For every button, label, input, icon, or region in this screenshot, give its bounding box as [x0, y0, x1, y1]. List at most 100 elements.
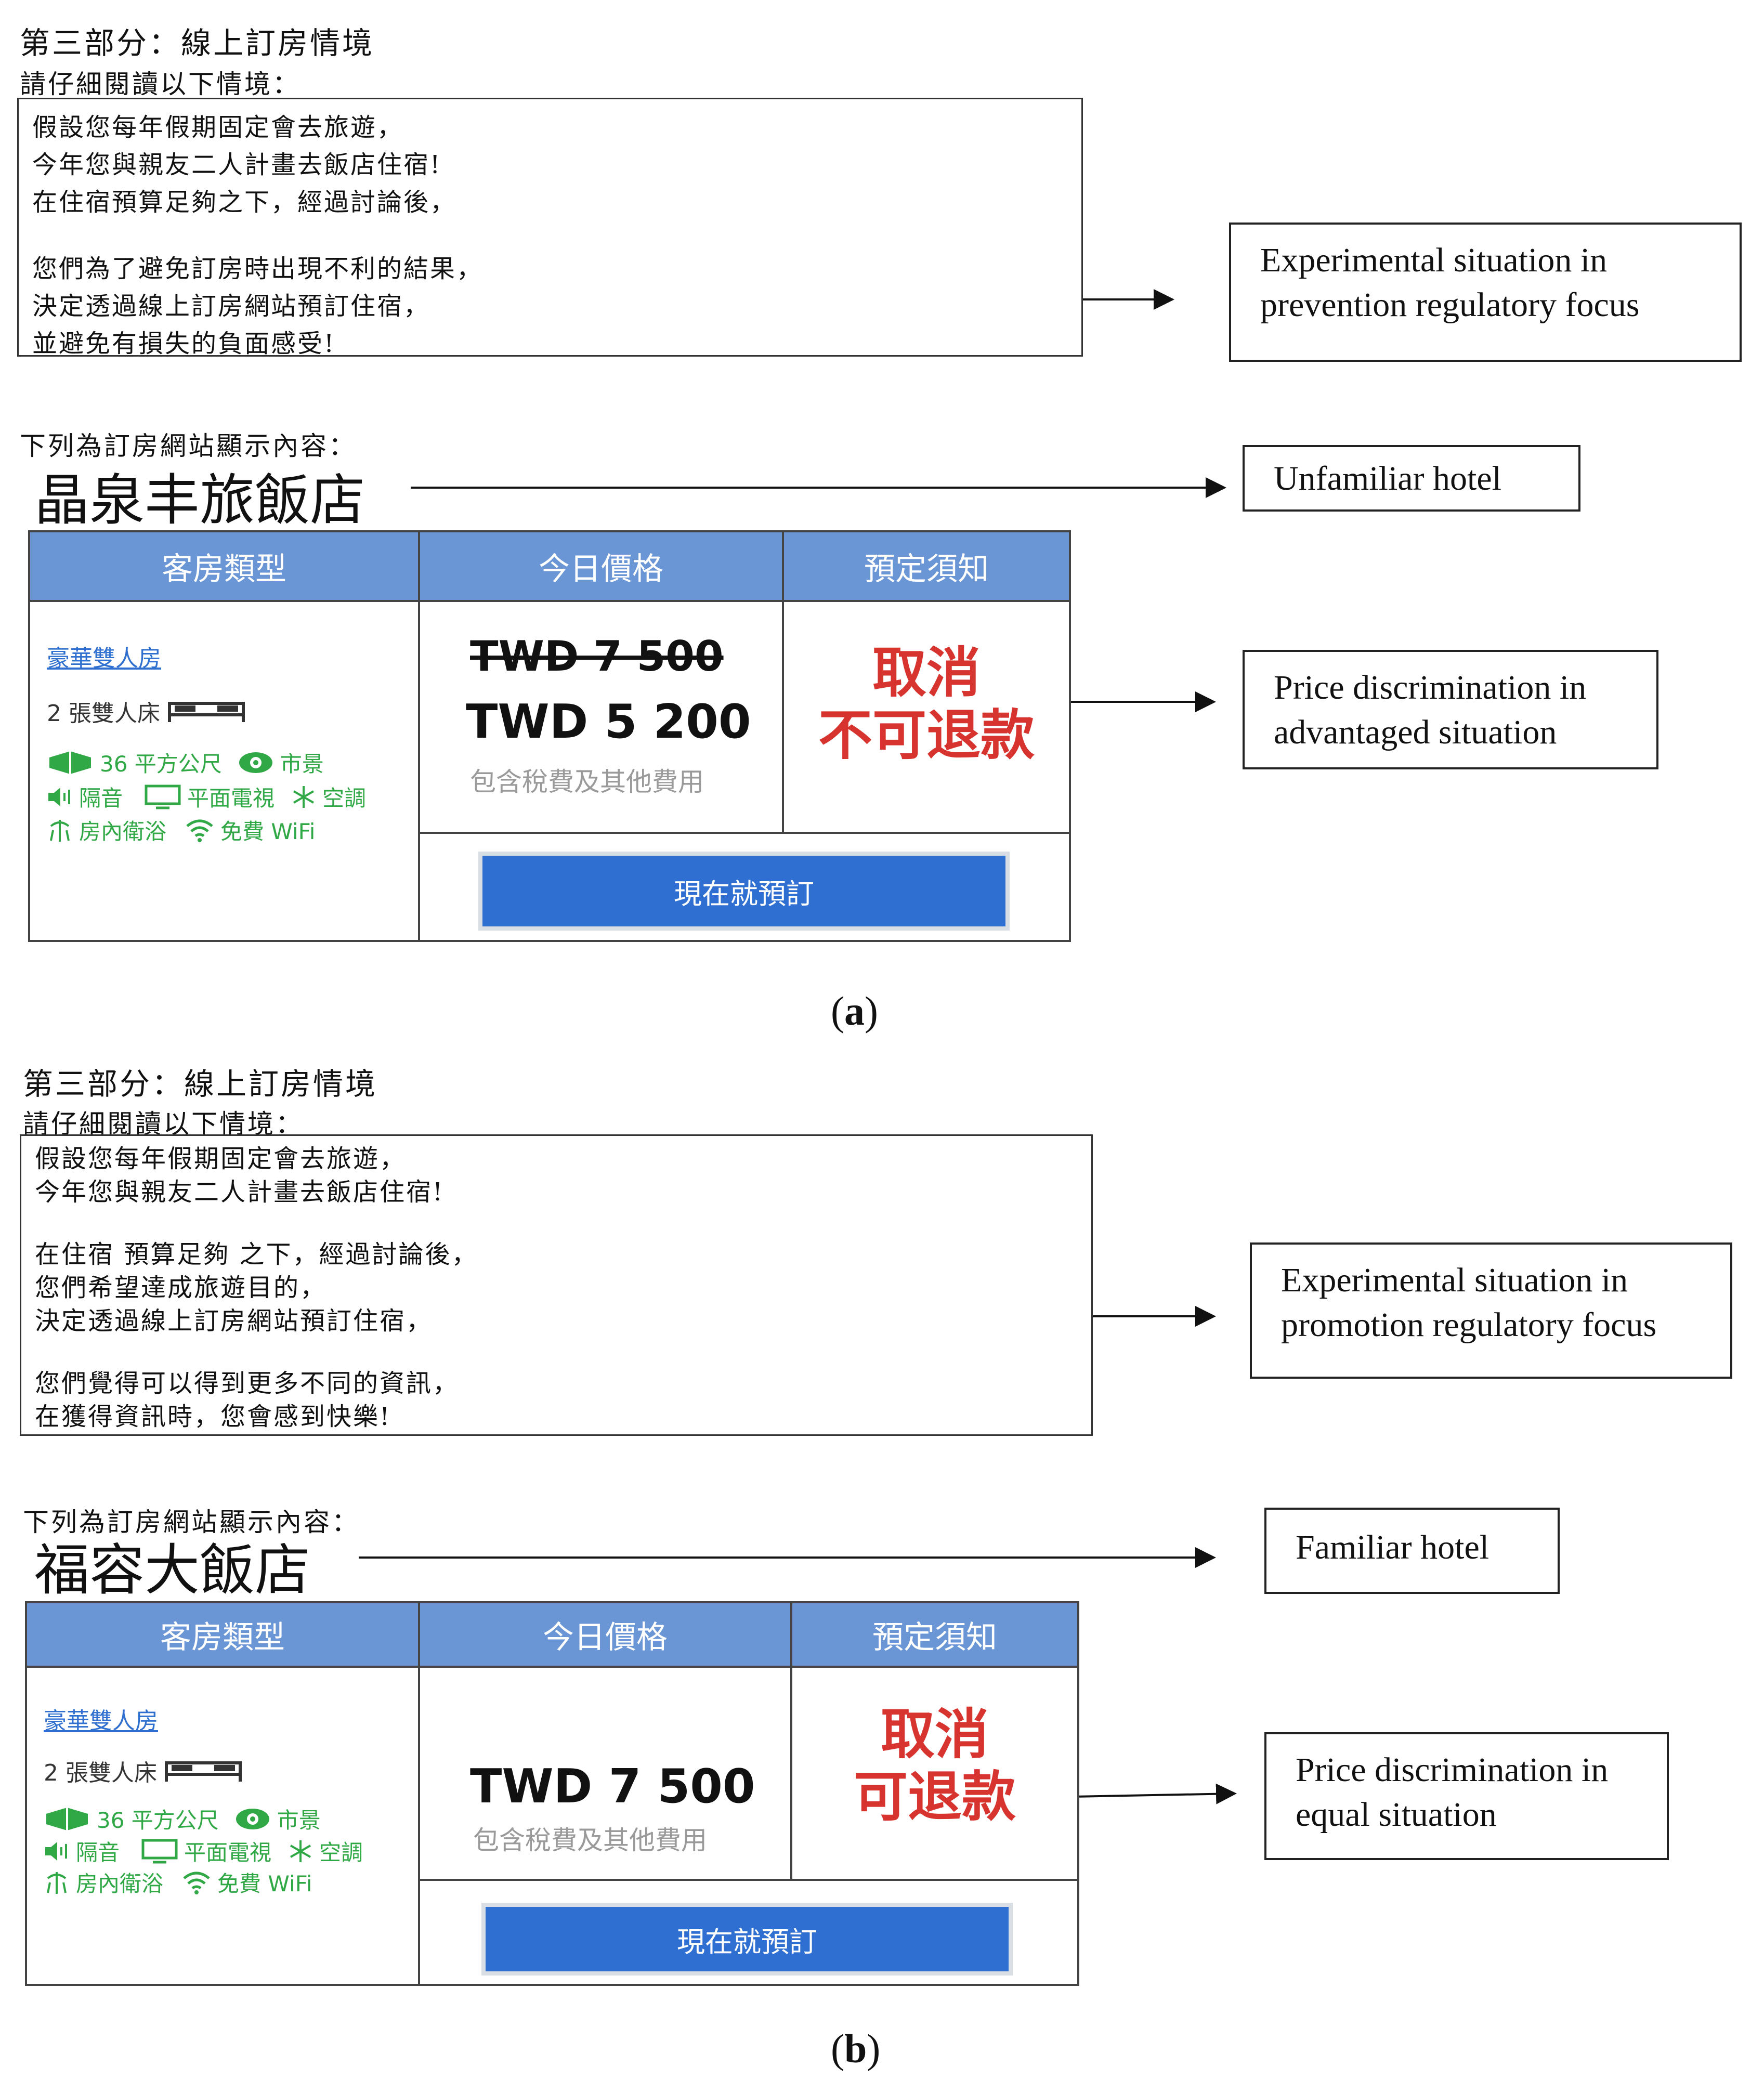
header-price: 今日價格: [420, 1603, 790, 1666]
shower-icon: [47, 818, 73, 843]
scenario-annotation-box: Experimental situation in prevention reg…: [1229, 223, 1742, 362]
site-intro: 下列為訂房網站顯示內容：: [23, 1507, 360, 1537]
scenario-line: 您們希望達成旅遊目的，: [35, 1273, 327, 1302]
annotation-line: promotion regulatory focus: [1281, 1306, 1657, 1344]
caption-letter: b: [844, 2026, 867, 2071]
scenario-line: 假設您每年假期固定會去旅遊，: [32, 113, 404, 142]
hotel-annotation-box: Familiar hotel: [1264, 1508, 1560, 1594]
row-divider: [27, 1666, 1077, 1668]
original-price: TWD 7 500: [470, 632, 724, 681]
amenity-bath: 房內衛浴: [79, 819, 167, 844]
amenity-row: 房內衛浴 免費 WiFi: [47, 814, 315, 846]
section-title: 第三部分：線上訂房情境: [20, 25, 375, 61]
scenario-line: 您們覺得可以得到更多不同的資訊，: [35, 1369, 460, 1398]
row-divider: [418, 832, 1069, 834]
bed-label: 2 張雙人床: [47, 700, 160, 727]
section-title: 第三部分：線上訂房情境: [23, 1066, 378, 1102]
section-subtitle: 請仔細閱讀以下情境：: [20, 69, 300, 99]
header-room-type: 客房類型: [27, 1603, 418, 1666]
annotation-line: Experimental situation in: [1260, 241, 1608, 279]
discounted-price: TWD 5 200: [466, 695, 751, 749]
speaker-icon: [47, 786, 73, 808]
column-divider: [790, 1603, 792, 1881]
annotation-line: Experimental situation in: [1281, 1261, 1628, 1299]
room-price: TWD 7 500: [470, 1759, 755, 1814]
policy-line: 取消: [872, 641, 981, 704]
amenity-view: 市景: [280, 751, 324, 777]
annotation-line: Price discrimination in: [1274, 669, 1587, 707]
amenity-row: 房內衛浴 免費 WiFi: [44, 1866, 312, 1898]
wifi-icon: [185, 818, 214, 843]
amenity-bath: 房內衛浴: [76, 1871, 164, 1896]
amenity-row: 36 平方公尺 市景: [44, 1803, 321, 1835]
snowflake-icon: [288, 1839, 313, 1864]
annotation-line: advantaged situation: [1274, 713, 1557, 751]
scenario-line: 決定透過線上訂房網站預訂住宿，: [32, 292, 430, 321]
bed-icon: [164, 1761, 242, 1782]
price-annotation-box: Price discrimination in advantaged situa…: [1243, 650, 1658, 769]
booking-card: 客房類型 今日價格 預定須知 豪華雙人房 2 張雙人床 36 平方公尺 市景 隔…: [25, 1601, 1079, 1986]
eye-icon: [238, 750, 274, 776]
scenario-line: 並避免有損失的負面感受!: [32, 329, 336, 358]
book-now-button[interactable]: 現在就預訂: [478, 852, 1010, 931]
annotation-line: Unfamiliar hotel: [1274, 460, 1502, 498]
scenario-box: 假設您每年假期固定會去旅遊， 今年您與親友二人計畫去飯店住宿! 在住宿預算足夠之下，…: [17, 98, 1083, 358]
scenario-line: 在住宿預算足夠之下，經過討論後，: [32, 188, 457, 217]
amenity-row: 36 平方公尺 市景: [47, 747, 324, 778]
policy-line: 不可退款: [818, 703, 1035, 767]
bed-icon: [167, 702, 245, 722]
amenity-aircon: 空調: [319, 1840, 363, 1865]
scenario-line: 您們為了避免訂房時出現不利的結果，: [32, 254, 484, 283]
amenity-aircon: 空調: [322, 786, 367, 811]
hotel-name: 福容大飯店: [34, 1538, 310, 1602]
book-now-button[interactable]: 現在就預訂: [481, 1903, 1013, 1976]
area-icon: [47, 750, 94, 776]
column-divider: [418, 532, 420, 940]
row-divider: [30, 600, 1069, 602]
tax-note: 包含稅費及其他費用: [473, 1825, 707, 1855]
amenity-size: 36 平方公尺: [97, 1808, 219, 1833]
room-type-link[interactable]: 豪華雙人房: [44, 1708, 158, 1734]
scenario-spacer: [35, 1338, 1078, 1367]
amenity-view: 市景: [277, 1808, 321, 1833]
hotel-annotation-box: Unfamiliar hotel: [1243, 445, 1580, 512]
speaker-icon: [44, 1840, 70, 1863]
amenity-size: 36 平方公尺: [100, 751, 222, 777]
price-annotation-box: Price discrimination in equal situation: [1264, 1732, 1669, 1860]
area-icon: [44, 1806, 90, 1832]
room-type-link[interactable]: 豪華雙人房: [47, 645, 161, 672]
scenario-annotation-box: Experimental situation in promotion regu…: [1250, 1242, 1732, 1379]
tv-icon: [145, 784, 181, 809]
panel-caption: (a): [831, 988, 878, 1034]
tax-note: 包含稅費及其他費用: [470, 767, 704, 797]
amenity-wifi: 免費 WiFi: [220, 819, 316, 844]
eye-icon: [234, 1806, 271, 1832]
caption-letter: a: [844, 988, 865, 1034]
annotation-line: Price discrimination in: [1296, 1751, 1609, 1789]
policy-line: 可退款: [853, 1765, 1016, 1828]
bed-info: 2 張雙人床: [44, 1754, 242, 1787]
panel-caption: (b): [831, 2026, 881, 2071]
bed-info: 2 張雙人床: [47, 695, 245, 728]
amenity-soundproof: 隔音: [79, 786, 123, 811]
scenario-line: 在住宿 預算足夠 之下，經過討論後，: [35, 1240, 478, 1269]
annotation-line: equal situation: [1296, 1796, 1497, 1834]
section-subtitle: 請仔細閱讀以下情境：: [23, 1109, 304, 1139]
scenario-line: 今年您與親友二人計畫去飯店住宿!: [35, 1178, 445, 1207]
row-divider: [418, 1879, 1077, 1881]
column-divider: [418, 1603, 420, 1984]
scenario-line: 今年您與親友二人計畫去飯店住宿!: [32, 150, 442, 179]
cancellation-policy: 取消 可退款: [792, 1703, 1077, 1828]
amenity-soundproof: 隔音: [76, 1840, 120, 1865]
tv-icon: [141, 1839, 178, 1864]
amenity-wifi: 免費 WiFi: [217, 1871, 312, 1896]
scenario-line: 在獲得資訊時，您會感到快樂!: [35, 1402, 391, 1431]
amenity-row: 隔音 平面電視 空調: [47, 781, 366, 813]
annotation-line: prevention regulatory focus: [1260, 286, 1640, 324]
site-intro: 下列為訂房網站顯示內容：: [20, 431, 357, 461]
wifi-icon: [182, 1870, 211, 1895]
header-policy: 預定須知: [792, 1603, 1077, 1666]
amenity-row: 隔音 平面電視 空調: [44, 1835, 363, 1867]
shower-icon: [44, 1870, 70, 1895]
header-policy: 預定須知: [784, 532, 1069, 600]
